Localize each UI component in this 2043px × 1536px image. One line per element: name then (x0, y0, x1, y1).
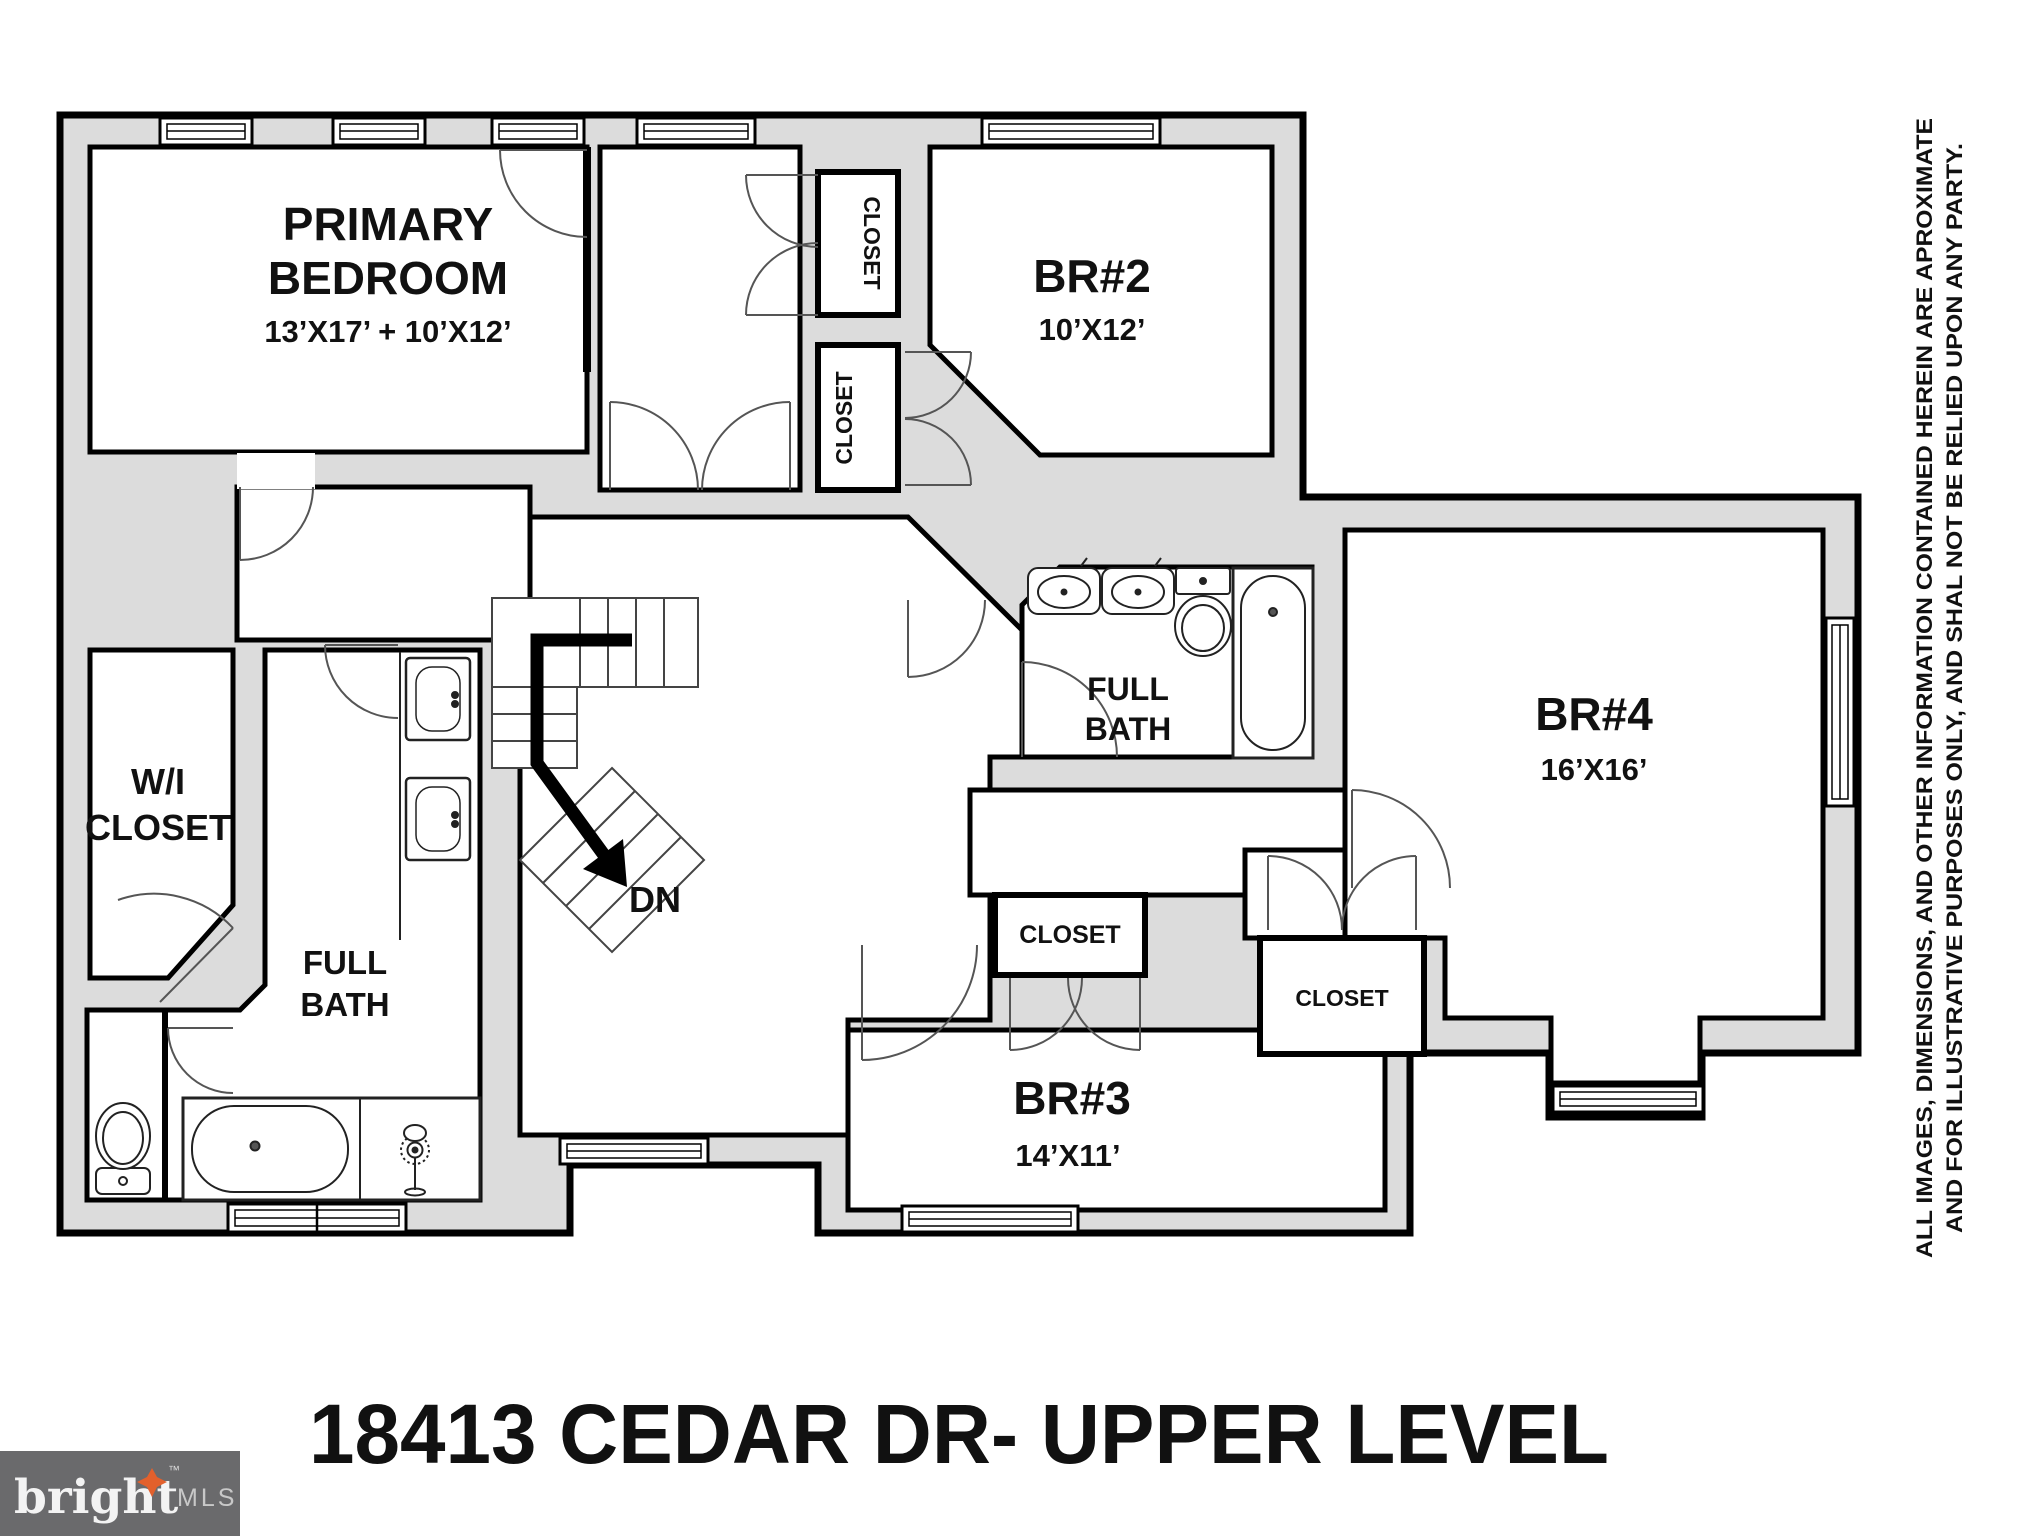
plan-title: 18413 CEDAR DR- UPPER LEVEL (309, 1387, 1609, 1481)
window (226, 1202, 408, 1234)
toilet-bowl-inner (102, 1111, 144, 1165)
br2-dims: 10’X12’ (1039, 312, 1146, 347)
window (1551, 1084, 1705, 1114)
windows (158, 116, 1856, 1234)
room-vestibule (597, 144, 803, 493)
tub-shower-block (181, 1096, 482, 1202)
vanity-sink (404, 656, 472, 742)
closet-lower-label: CLOSET (831, 371, 857, 464)
toilet-tank (95, 1167, 151, 1195)
window (331, 116, 427, 147)
bath-lower-fixtures (95, 652, 482, 1202)
bathtub-drain (249, 1140, 261, 1152)
toilet-flush (1199, 577, 1207, 585)
disclaimer-line2: AND FOR ILLUSTRATIVE PURPOSES ONLY, AND … (1942, 143, 1967, 1233)
window (558, 1136, 710, 1166)
window (158, 116, 254, 147)
room-bath-lower (84, 647, 483, 1203)
stairs-down-arrowhead (583, 839, 627, 887)
shower-drain-outer (400, 1135, 430, 1165)
doors (117, 149, 1451, 1094)
bath-upper-label-line1: FULL (1087, 671, 1169, 707)
logo-background (0, 1451, 240, 1536)
bath-upper-label-line2: BATH (1085, 711, 1172, 747)
window (980, 116, 1162, 147)
toilet-bowl-inner (1181, 604, 1225, 652)
window (635, 116, 757, 147)
room-corridor-west (234, 484, 533, 643)
shower-head (403, 1124, 427, 1142)
room-wi-closet (87, 647, 236, 981)
faucet-dot (1060, 588, 1068, 596)
window (900, 1204, 1080, 1234)
shower-drain (406, 1141, 424, 1159)
doorway-gap-corridor (237, 453, 315, 489)
br2-label: BR#2 (1033, 250, 1151, 302)
logo-mls-text: MLS (177, 1484, 237, 1512)
bath-upper-fixtures (1027, 557, 1315, 760)
logo-tm: ™ (168, 1463, 180, 1477)
bathtub (1231, 566, 1315, 760)
primary-bedroom-label-line1: PRIMARY (283, 198, 493, 250)
primary-bedroom-dims: 13’X17’ + 10’X12’ (264, 314, 511, 349)
wi-closet-label-line1: W/I (131, 761, 185, 802)
primary-bedroom-label-line2: BEDROOM (268, 252, 508, 304)
br3-label: BR#3 (1013, 1072, 1131, 1124)
bath-lower-label-line2: BATH (300, 986, 389, 1023)
vanity-sink (404, 776, 472, 862)
stairs-down-arrow (530, 633, 632, 859)
closet-br4-label: CLOSET (1295, 985, 1388, 1011)
closet-br3-label: CLOSET (1019, 921, 1120, 949)
stairs-dn-label: DN (629, 879, 681, 920)
br4-dims: 16’X16’ (1541, 752, 1648, 787)
closet-box-primary-lower (815, 342, 901, 493)
br3-dims: 14’X11’ (1015, 1138, 1120, 1173)
closet-upper-label: CLOSET (859, 196, 885, 289)
br4-label: BR#4 (1535, 688, 1653, 740)
bathtub-drain (1268, 607, 1278, 617)
window (1824, 616, 1856, 808)
disclaimer-line1: ALL IMAGES, DIMENSIONS, AND OTHER INFORM… (1912, 118, 1937, 1258)
brightmls-logo: bright ™ MLS (0, 1451, 240, 1536)
bath-lower-label-line1: FULL (303, 944, 387, 981)
closet-box-br3 (992, 892, 1148, 978)
closet-box-br4 (1257, 935, 1427, 1057)
logo-star-icon (137, 1468, 167, 1497)
toilet-flush (118, 1176, 128, 1186)
room-br3 (845, 1027, 1388, 1213)
closet-box-primary-upper (815, 169, 901, 318)
vanity-sink-inner (415, 666, 461, 732)
bathtub-inner (191, 1105, 349, 1193)
room-primary-bedroom (87, 144, 590, 455)
room-br2 (927, 144, 1275, 458)
wi-closet-label-line2: CLOSET (85, 807, 231, 848)
faucet-dot (1134, 588, 1142, 596)
bathtub-inner (1240, 575, 1306, 751)
window (490, 116, 586, 147)
vanity-sink-inner (415, 786, 461, 852)
